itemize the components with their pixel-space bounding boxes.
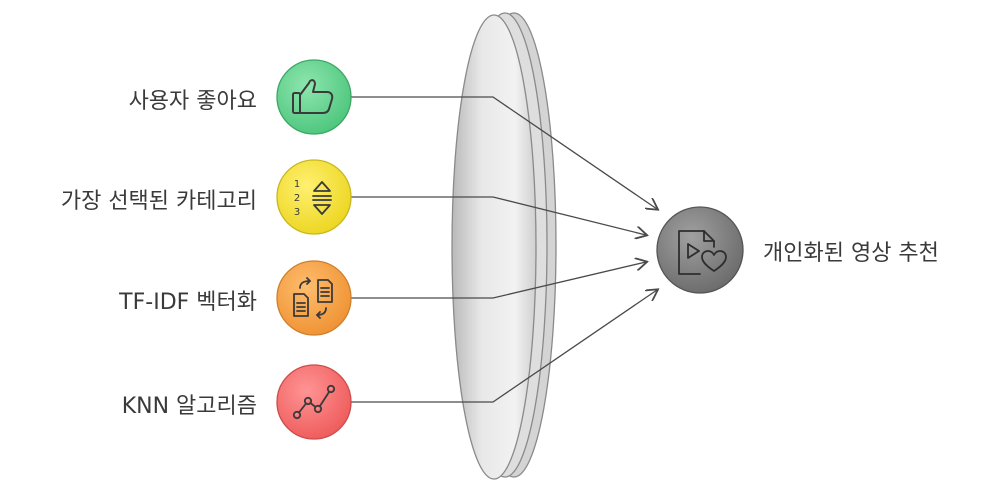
connector-tfidf: [351, 262, 646, 299]
input-node-tfidf: [276, 260, 352, 336]
document-convert-icon: [293, 277, 333, 319]
svg-text:3: 3: [294, 207, 300, 218]
video-heart-icon: [678, 230, 727, 275]
output-label: 개인화된 영상 추천: [763, 241, 939, 266]
input-node-likes: [276, 59, 352, 135]
input-label-tfidf: TF-IDF 벡터화: [119, 290, 257, 315]
output-node: [656, 206, 744, 294]
input-label-knn: KNN 알고리즘: [121, 394, 257, 419]
svg-text:1: 1: [294, 179, 300, 190]
input-label-category: 가장 선택된 카테고리: [60, 189, 257, 214]
input-node-knn: [276, 364, 352, 440]
trend-line-icon: [292, 384, 336, 420]
connector-knn: [351, 290, 657, 403]
input-label-likes: 사용자 좋아요: [128, 89, 257, 114]
input-node-category: 1 2 3: [276, 159, 352, 235]
thumbs-up-icon: [292, 79, 334, 114]
connector-likes: [351, 96, 657, 209]
connector-category: [351, 196, 646, 235]
lens-front: [451, 14, 537, 480]
lens: [451, 12, 557, 480]
svg-text:2: 2: [294, 193, 300, 204]
sort-order-icon: 1 2 3: [294, 179, 332, 218]
connectors: [351, 96, 657, 403]
